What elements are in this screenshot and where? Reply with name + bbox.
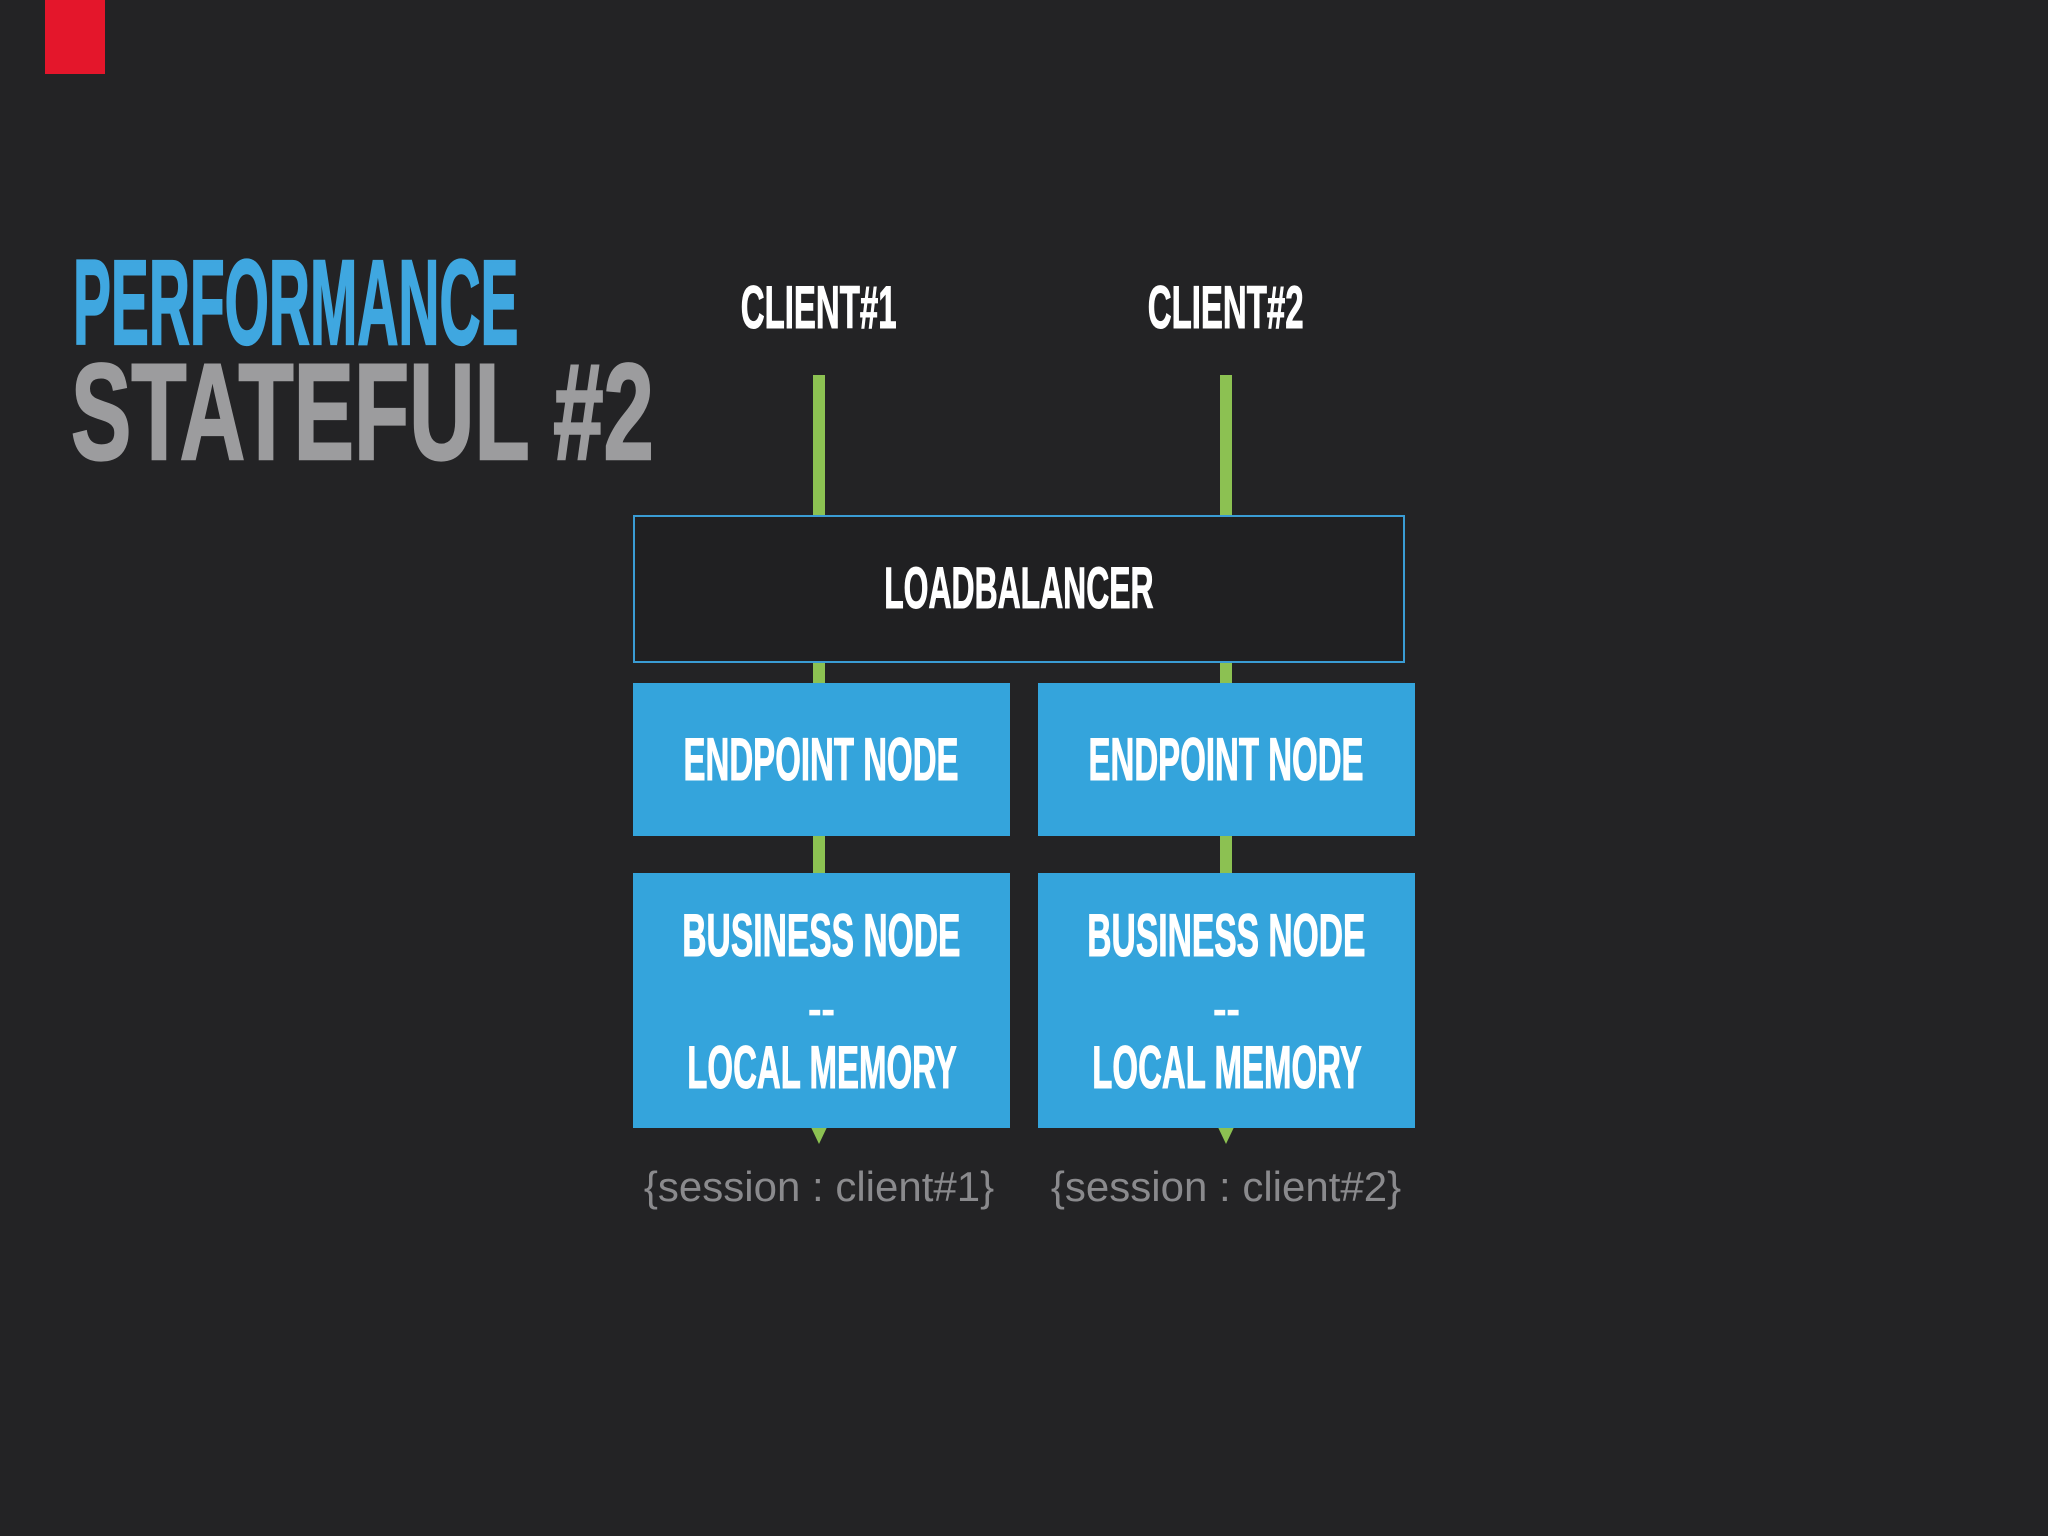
endpoint-node-box-1: ENDPOINT NODE [633,683,1010,836]
node-separator: -- [1213,987,1240,1032]
business-node-title: BUSINESS NODE [1087,901,1366,969]
endpoint-node-label: ENDPOINT NODE [1088,725,1365,793]
loadbalancer-box: LOADBALANCER [633,515,1405,663]
client-2-label: CLIENT#2 [1148,274,1304,341]
page-title: PERFORMANCE [72,234,519,370]
business-node-title: BUSINESS NODE [682,901,961,969]
loadbalancer-label: LOADBALANCER [884,556,1154,621]
session-label-2: {session : client#2} [1050,1163,1402,1210]
client-1-label: CLIENT#1 [741,274,897,341]
endpoint-node-box-2: ENDPOINT NODE [1038,683,1415,836]
business-node-subtitle: LOCAL MEMORY [686,1033,957,1101]
node-separator: -- [808,987,835,1032]
endpoint-node-label: ENDPOINT NODE [683,725,960,793]
business-node-subtitle: LOCAL MEMORY [1091,1033,1362,1101]
page-subtitle: STATEFUL #2 [70,336,654,489]
business-node-box-1: BUSINESS NODE -- LOCAL MEMORY [633,873,1010,1128]
brand-badge [45,0,105,74]
session-label-1: {session : client#1} [643,1163,995,1210]
business-node-box-2: BUSINESS NODE -- LOCAL MEMORY [1038,873,1415,1128]
